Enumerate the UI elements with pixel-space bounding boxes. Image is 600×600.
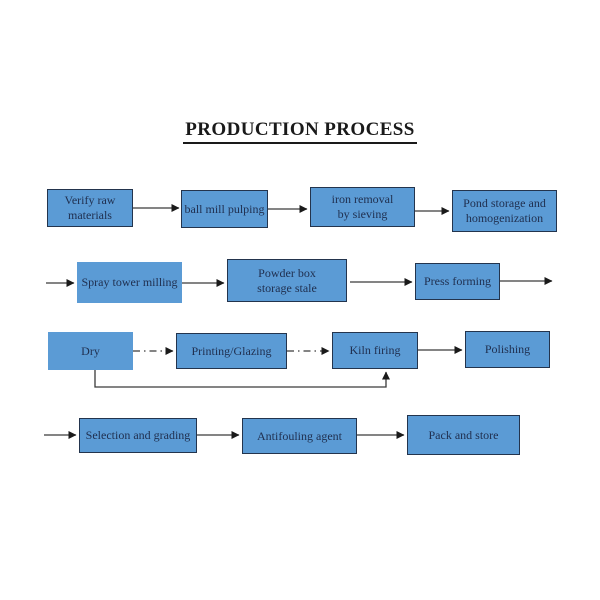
page-title: PRODUCTION PROCESS bbox=[0, 119, 600, 144]
step-antifouling-agent: Antifouling agent bbox=[242, 418, 357, 454]
arrow-dry-to-kiln-elbow bbox=[94, 370, 390, 388]
step-ball-mill-pulping: ball mill pulping bbox=[181, 190, 268, 228]
step-pack-and-store: Pack and store bbox=[407, 415, 520, 455]
step-dry: Dry bbox=[48, 332, 133, 370]
step-press-forming: Press forming bbox=[415, 263, 500, 300]
step-printing-glazing: Printing/Glazing bbox=[176, 333, 287, 369]
step-polishing: Polishing bbox=[465, 331, 550, 368]
step-verify-raw-materials: Verify raw materials bbox=[47, 189, 133, 227]
step-selection-and-grading: Selection and grading bbox=[79, 418, 197, 453]
page-title-text: PRODUCTION PROCESS bbox=[183, 119, 417, 144]
step-iron-removal-by-sieving: iron removal by sieving bbox=[310, 187, 415, 227]
step-powder-box-storage-stale: Powder box storage stale bbox=[227, 259, 347, 302]
step-kiln-firing: Kiln firing bbox=[332, 332, 418, 369]
step-pond-storage-homogenization: Pond storage and homogenization bbox=[452, 190, 557, 232]
step-spray-tower-milling: Spray tower milling bbox=[77, 262, 182, 303]
